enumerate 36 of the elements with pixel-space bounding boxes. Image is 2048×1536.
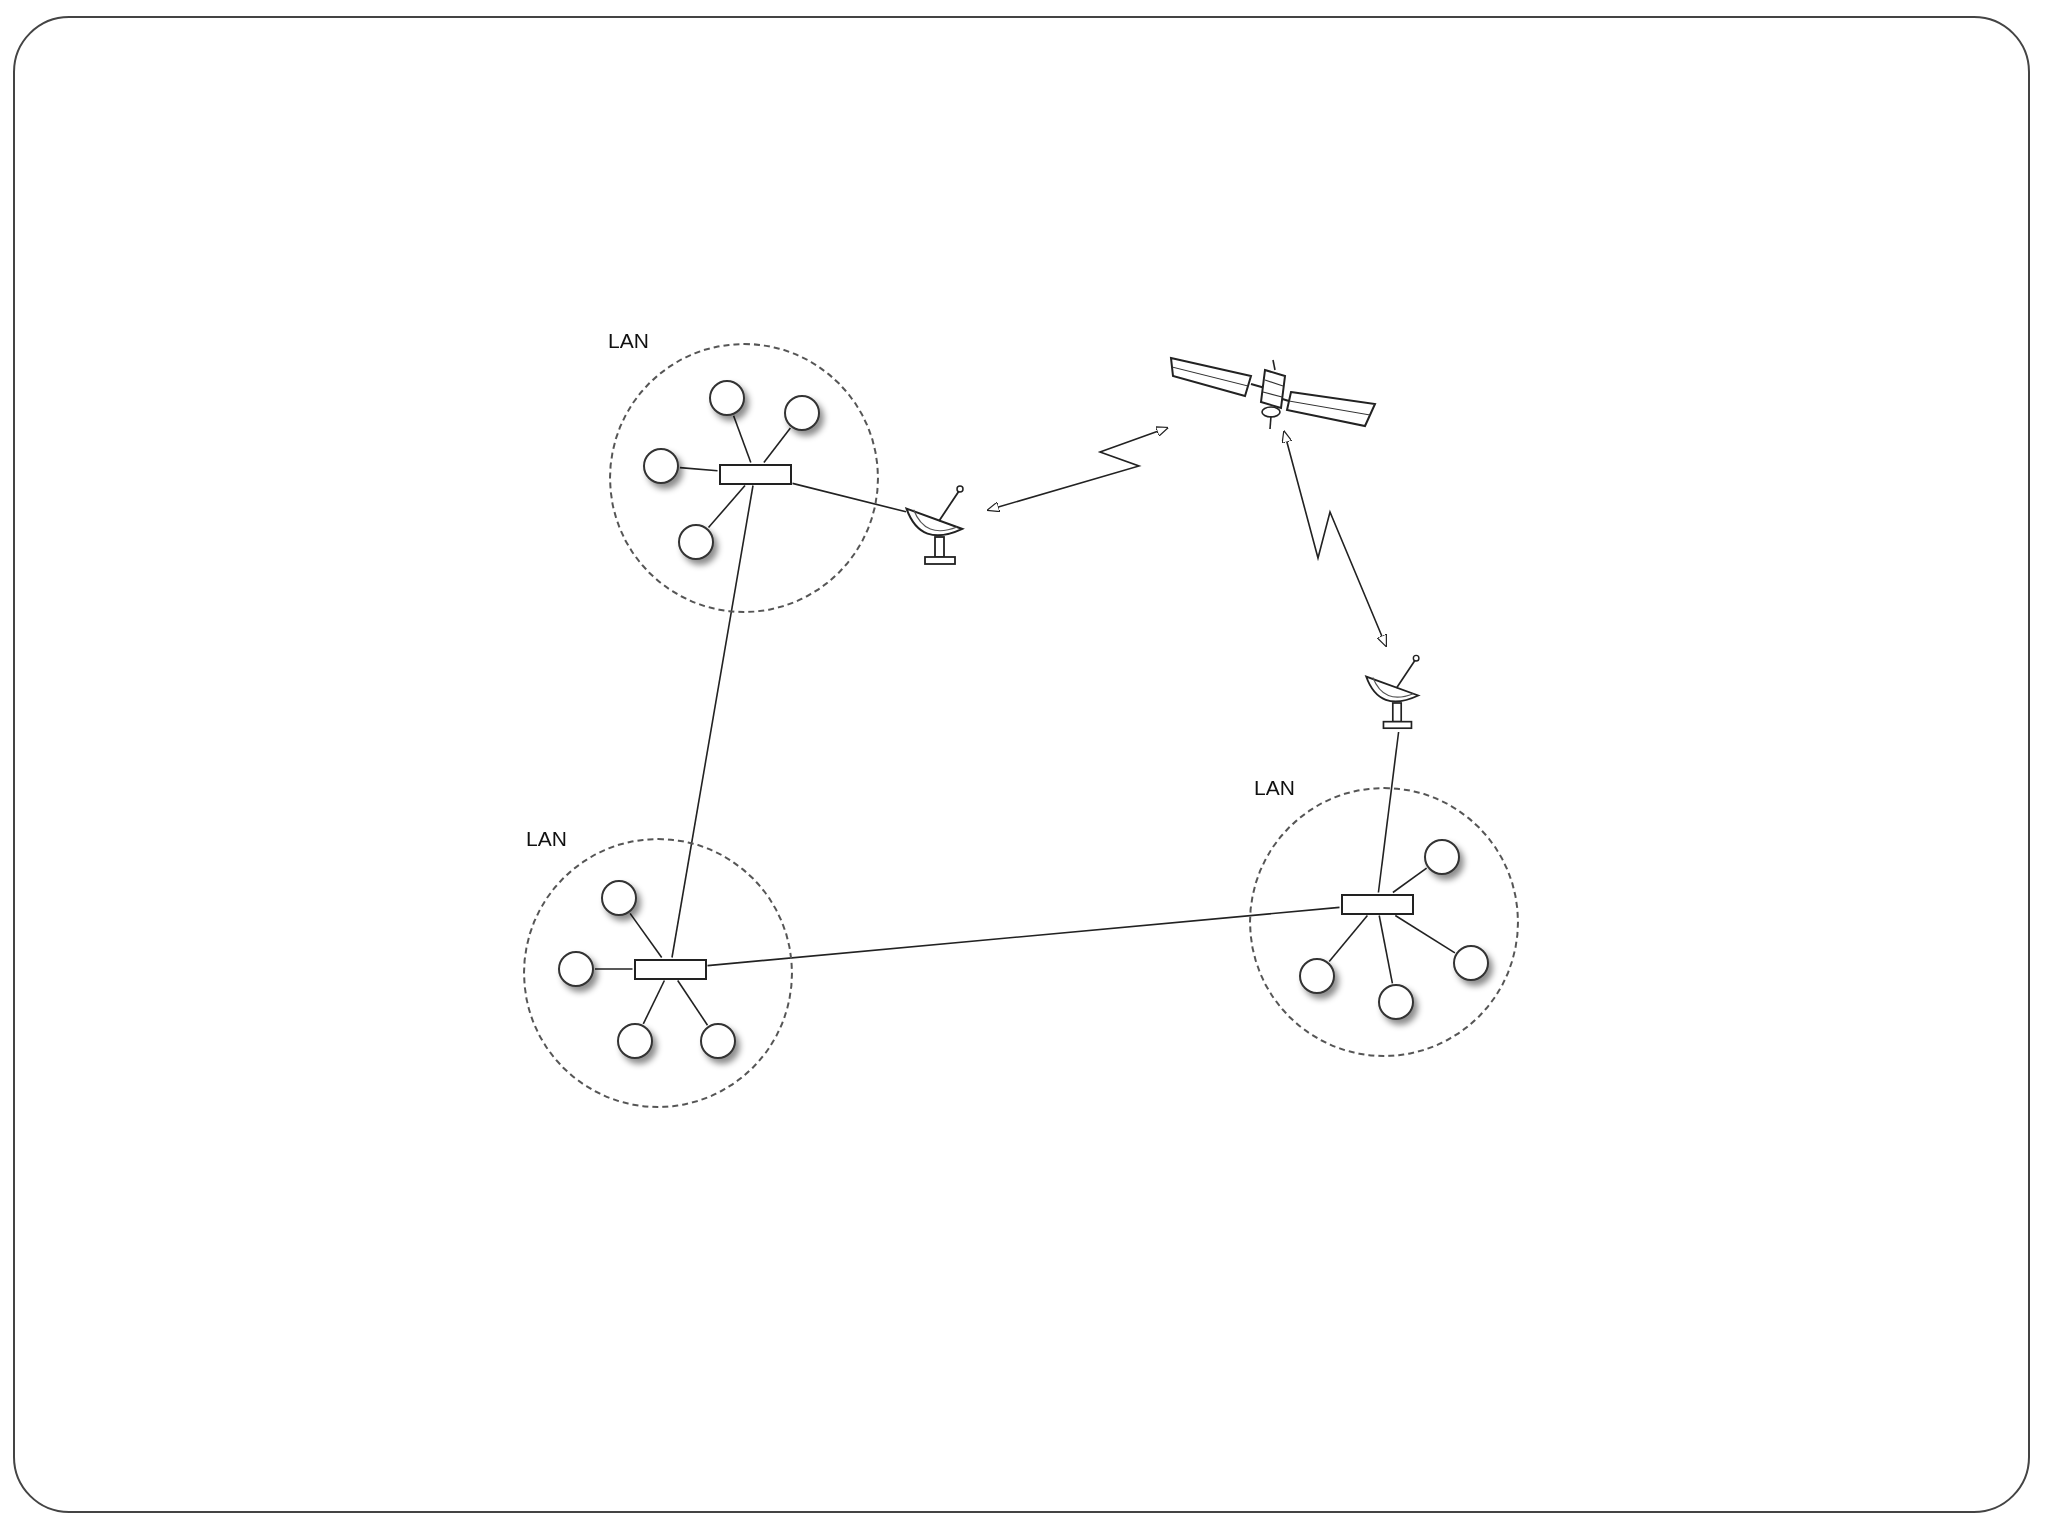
connection-line bbox=[1394, 914, 1456, 954]
hub-box bbox=[633, 958, 707, 980]
connection-line bbox=[1377, 731, 1400, 894]
lan-label: LAN bbox=[1254, 777, 1295, 798]
host-circle bbox=[1378, 984, 1414, 1020]
host-circle bbox=[709, 380, 745, 416]
lan-label: LAN bbox=[608, 330, 649, 351]
connection-line bbox=[791, 482, 907, 513]
connection-line bbox=[763, 427, 792, 464]
connection-line bbox=[1392, 867, 1428, 894]
host-circle bbox=[558, 951, 594, 987]
hub-box bbox=[1340, 893, 1414, 915]
connection-line bbox=[679, 466, 719, 472]
host-circle bbox=[601, 880, 637, 916]
host-circle bbox=[643, 448, 679, 484]
connection-line bbox=[706, 906, 1341, 967]
connection-line bbox=[732, 415, 752, 464]
connection-line bbox=[707, 484, 746, 529]
wireless-link-arrow bbox=[986, 426, 1170, 513]
connection-line bbox=[629, 912, 663, 959]
connection-line bbox=[1378, 914, 1394, 985]
hub-box bbox=[718, 463, 792, 485]
connection-line bbox=[676, 979, 709, 1026]
host-circle bbox=[678, 524, 714, 560]
connection-line bbox=[671, 484, 754, 959]
host-circle bbox=[1299, 958, 1335, 994]
host-circle bbox=[1424, 839, 1460, 875]
connection-line bbox=[642, 979, 666, 1025]
lan-label: LAN bbox=[526, 828, 567, 849]
connection-line bbox=[1328, 914, 1369, 963]
wireless-link-arrow bbox=[1281, 429, 1387, 648]
host-circle bbox=[1453, 945, 1489, 981]
connection-line bbox=[594, 968, 634, 970]
host-circle bbox=[617, 1023, 653, 1059]
host-circle bbox=[784, 395, 820, 431]
host-circle bbox=[700, 1023, 736, 1059]
